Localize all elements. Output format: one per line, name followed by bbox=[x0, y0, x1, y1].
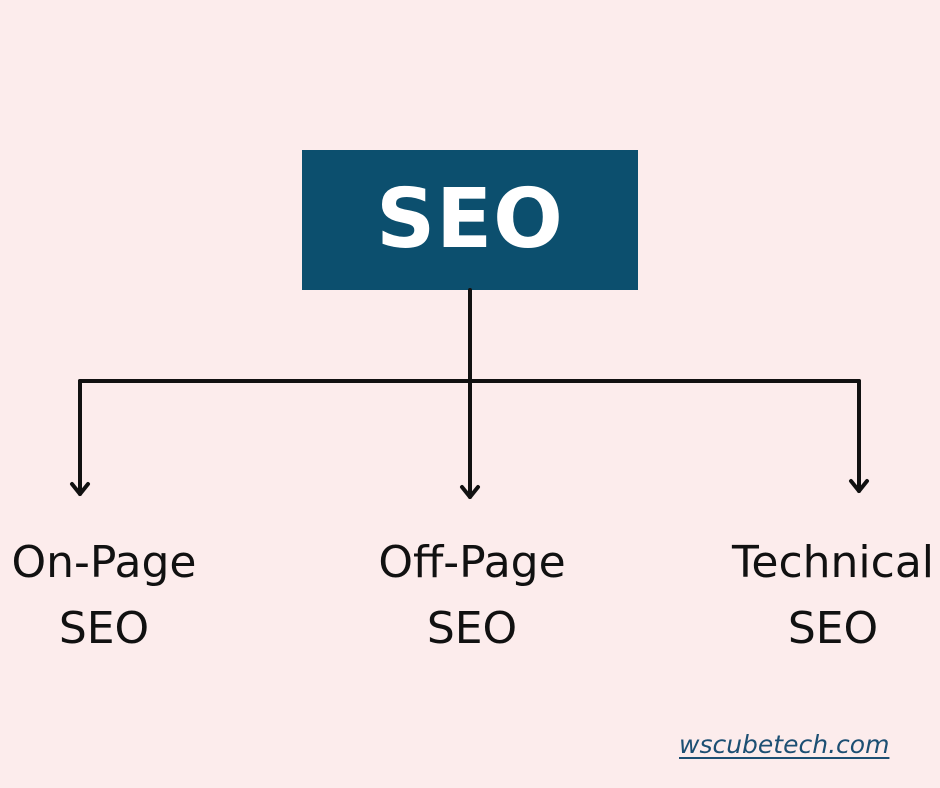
node-technical-seo: Technical SEO bbox=[728, 530, 938, 662]
node-technical-line2: SEO bbox=[787, 603, 879, 654]
arrowhead-technical-icon bbox=[849, 479, 869, 493]
node-off-page-seo: Off-Page SEO bbox=[366, 530, 578, 662]
arrowhead-off-page-icon bbox=[460, 485, 480, 499]
seo-root-node: SEO bbox=[302, 150, 638, 290]
seo-root-label: SEO bbox=[376, 172, 564, 267]
watermark-link[interactable]: wscubetech.com bbox=[679, 730, 890, 759]
node-off-page-line2: SEO bbox=[426, 603, 518, 654]
node-on-page-line2: SEO bbox=[58, 603, 150, 654]
node-technical-line1: Technical bbox=[731, 537, 935, 588]
node-on-page-line1: On-Page bbox=[11, 537, 197, 588]
node-on-page-seo: On-Page SEO bbox=[4, 530, 204, 662]
arrowhead-on-page-icon bbox=[70, 482, 90, 496]
node-off-page-line1: Off-Page bbox=[378, 537, 566, 588]
